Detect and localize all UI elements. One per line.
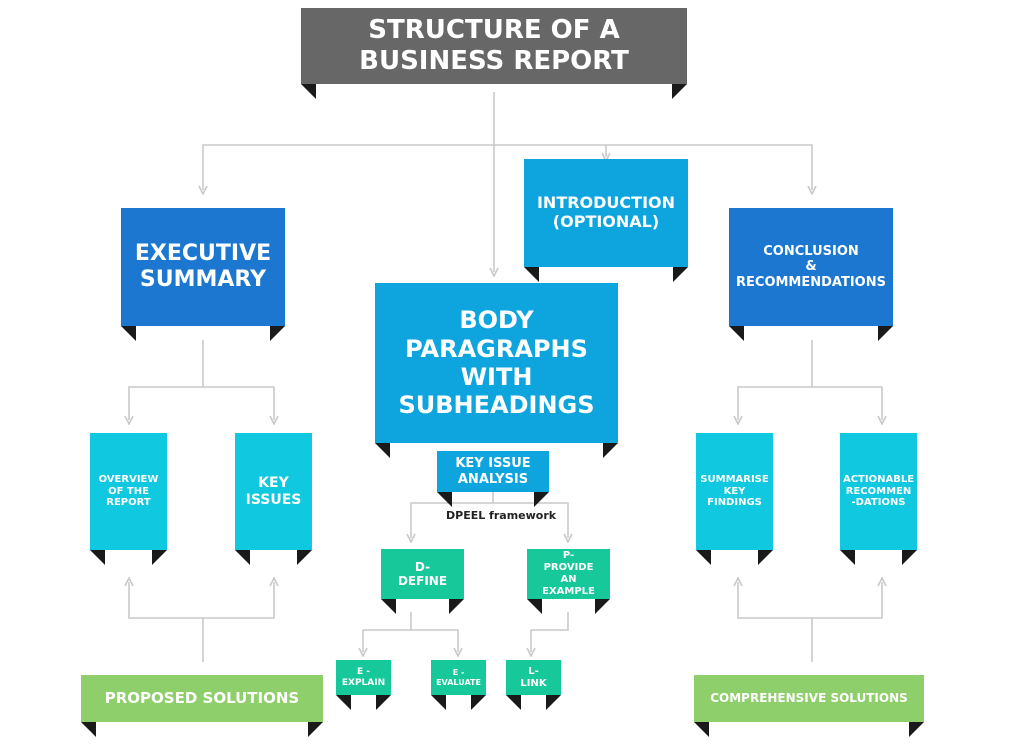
framework-label: DPEEL framework (446, 509, 557, 522)
overview-report-box: OVERVIEW OF THE REPORT (90, 433, 167, 565)
link-box: L- LINK (506, 660, 561, 710)
key-issue-analysis-box: KEY ISSUE ANALYSIS (437, 451, 549, 507)
introduction-box: INTRODUCTION (OPTIONAL) (524, 159, 688, 282)
provide-example-box: P- PROVIDE AN EXAMPLE (527, 549, 610, 614)
body-paragraphs-box: BODY PARAGRAPHS WITH SUBHEADINGS (375, 283, 618, 458)
executive-summary-box: EXECUTIVE SUMMARY (121, 208, 285, 341)
actionable-recommendations-box: ACTIONABLE RECOMMEN -DATIONS (840, 433, 917, 565)
conclusion-recommendations-box: CONCLUSION & RECOMMENDATIONS (729, 208, 893, 341)
proposed-solutions-box: PROPOSED SOLUTIONS (81, 675, 323, 737)
evaluate-box: E - EVALUATE (431, 660, 486, 710)
comprehensive-solutions-box: COMPREHENSIVE SOLUTIONS (694, 675, 924, 737)
explain-box: E - EXPLAIN (336, 660, 391, 710)
diagram-title: STRUCTURE OF A BUSINESS REPORT (301, 8, 687, 99)
key-issues-box: KEY ISSUES (235, 433, 312, 565)
define-box: D- DEFINE (381, 549, 464, 614)
summarise-findings-box: SUMMARISE KEY FINDINGS (696, 433, 773, 565)
